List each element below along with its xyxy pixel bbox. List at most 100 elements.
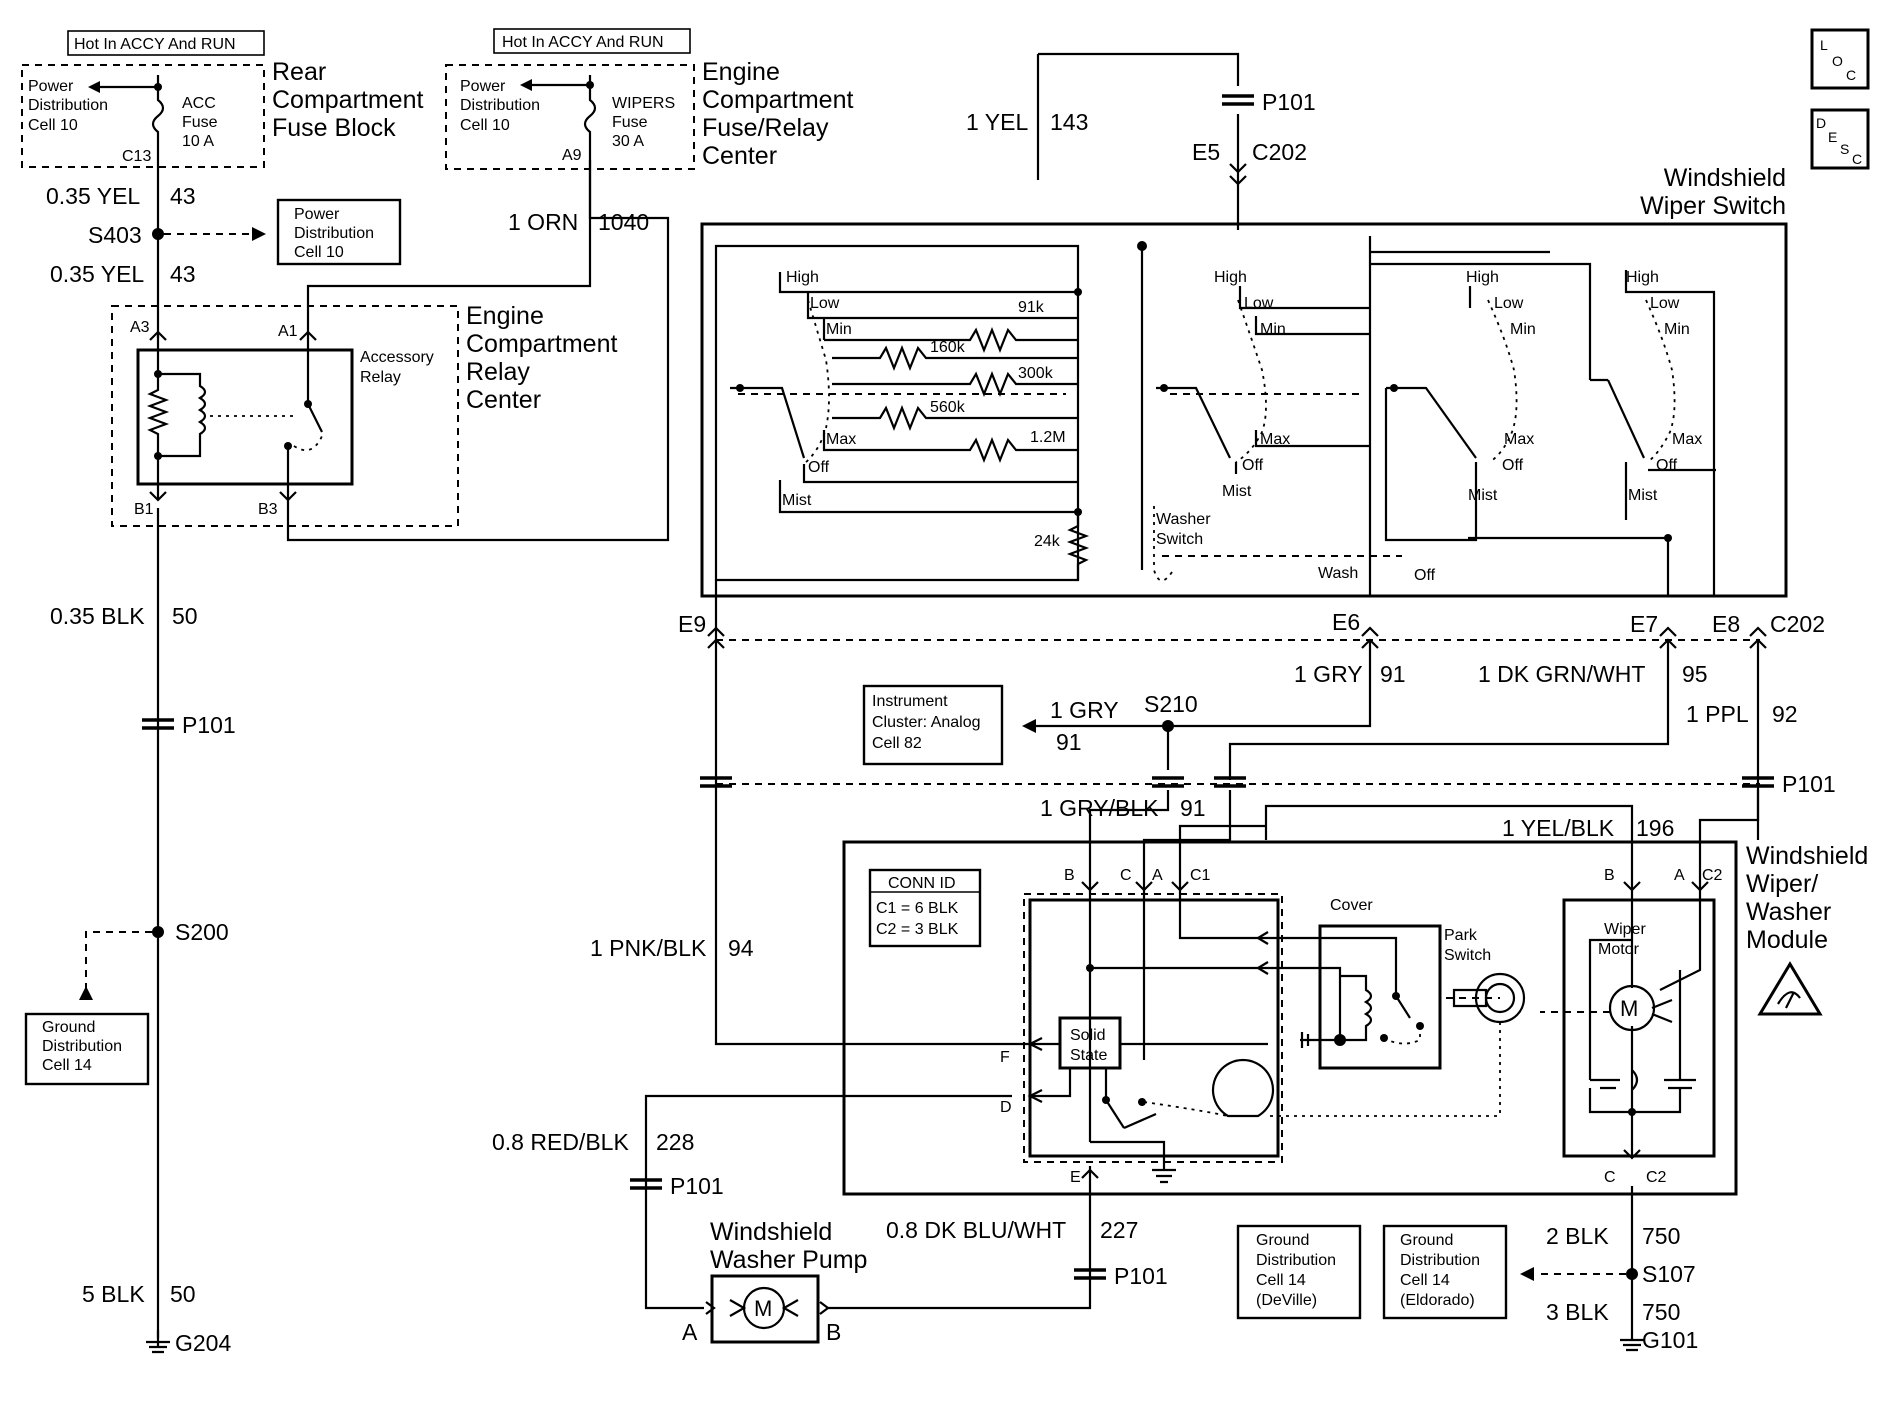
capacitor-icon: [1664, 970, 1696, 1090]
capacitor-icon: [1588, 938, 1632, 1090]
conn-id-c2: C2 = 3 BLK: [876, 921, 959, 938]
position-label: Max: [1260, 431, 1290, 448]
box-line: Cell 14: [42, 1057, 92, 1074]
splice-s107: [1626, 1268, 1638, 1280]
female-terminal-icon: [149, 491, 297, 502]
position-label: High: [1626, 269, 1659, 286]
controller-relay-contact: [1104, 1068, 1157, 1130]
park-switch-box: [1318, 924, 1442, 1070]
relay-armature-link: [293, 435, 323, 452]
relay-label: Accessory: [360, 349, 434, 366]
pd-ref-line: Distribution: [460, 97, 540, 114]
circuit-number: 1040: [598, 209, 649, 235]
resistor-label: 560k: [930, 399, 966, 416]
position-label: Low: [1650, 295, 1680, 312]
position-label: Off: [1656, 457, 1678, 474]
arrow-right-icon: [252, 227, 266, 241]
title-line: Center: [466, 386, 541, 414]
pin-e: E: [1070, 1169, 1081, 1186]
p101-connector-left: P101: [142, 712, 236, 738]
fuse-label: 30 A: [612, 133, 644, 150]
pin-c2: C2: [1646, 1169, 1667, 1186]
controller-box: [1028, 898, 1280, 1158]
windshield-wiper-switch: Windshield Wiper Switch High Low Min 91k…: [700, 164, 1788, 640]
circuit-number: 92: [1772, 701, 1798, 727]
wire-label: 1 PNK/BLK: [590, 935, 707, 961]
wire-label: 1 DK GRN/WHT: [1478, 661, 1645, 687]
position-label: Low: [1494, 295, 1524, 312]
switch-section-1: High Low Min 91k 160k 300k 560k 1.2M Max…: [714, 244, 1090, 582]
switch-output-wires: 1 GRY 91 1 DK GRN/WHT 95 1 PPL 92 S210 1…: [862, 640, 1798, 840]
switch-wiper-arm: [1607, 379, 1645, 459]
relay-center: Engine Compartment Relay Center A3 A1 B1…: [111, 160, 670, 542]
pin-b1: B1: [134, 501, 154, 518]
wire-91-gry: [1168, 640, 1372, 728]
washer-switch-label: Washer: [1156, 511, 1211, 528]
pin-c: C: [1120, 867, 1132, 884]
pin-c1: C1: [1190, 867, 1211, 884]
position-label: Mist: [782, 492, 812, 509]
splice-dot: [154, 83, 162, 91]
pin-a: A: [682, 1319, 698, 1345]
wire-label: 2 BLK: [1546, 1223, 1609, 1249]
circuit-number: 750: [1642, 1299, 1680, 1325]
svg-text:P101: P101: [182, 712, 236, 738]
title-line: Fuse Block: [272, 114, 396, 142]
controller-dashed-outline: [1023, 893, 1283, 1163]
rear-fuse-block-outline: [21, 64, 265, 168]
wiper-motor-box: [1562, 898, 1716, 1158]
box-line: Cell 82: [872, 735, 922, 752]
ground-distribution-left: [24, 1012, 150, 1086]
circuit-number: 228: [656, 1129, 694, 1155]
ground-icon: [1152, 1168, 1176, 1184]
loc-icon[interactable]: L O C: [1810, 28, 1870, 90]
position-label: High: [1466, 269, 1499, 286]
connector-e7: E7: [1630, 611, 1658, 637]
p101-connector-icon: [700, 776, 732, 788]
svg-text:P101: P101: [1262, 89, 1316, 115]
pin-b: B: [826, 1319, 841, 1345]
connector-e8: E8: [1712, 611, 1740, 637]
pin-c13: C13: [122, 148, 151, 165]
desc-icon[interactable]: D E S C: [1810, 108, 1870, 170]
pump-m-label: M: [754, 1296, 772, 1321]
p101-connector-icon: [1074, 1268, 1106, 1280]
relay-coil-icon: [158, 372, 207, 458]
title-line: Rear: [272, 58, 326, 86]
ground-icon: [1620, 1338, 1644, 1352]
box-line: Distribution: [1400, 1252, 1480, 1269]
title-line: Compartment: [466, 330, 617, 358]
title-line: Engine: [702, 58, 780, 86]
resistor-1-2m: [822, 430, 1078, 463]
washer-switch-link: [1153, 506, 1173, 582]
resistor-label: 1.2M: [1030, 429, 1066, 446]
switch-wiper-arm: [1386, 386, 1477, 459]
position-label: Mist: [1222, 483, 1252, 500]
engine-fuse-relay-center: Hot In ACCY And RUN Power Distribution C…: [445, 28, 853, 170]
pd-ref-line: Distribution: [28, 97, 108, 114]
resistor-160k: [832, 345, 1078, 371]
female-terminal-icon: [1623, 881, 1709, 892]
title-line: Wiper/: [1746, 870, 1818, 898]
resistor-560k: [832, 405, 1078, 431]
instrument-cluster-box: [862, 684, 1004, 766]
position-label: Min: [1510, 321, 1536, 338]
ground-dist-eldorado: [1382, 1224, 1508, 1320]
wire-95: [1228, 640, 1670, 780]
female-terminal-icon: [1255, 931, 1269, 975]
circuit-number: 91: [1180, 795, 1206, 821]
circuit-number: 750: [1642, 1223, 1680, 1249]
c202-connector-row: E9 E6 E7 E8 C202: [678, 609, 1825, 649]
switch-section-2: High Low Min Max Off Mist Washer Switch …: [1137, 236, 1592, 596]
position-label: Min: [1260, 321, 1286, 338]
ground-section-right: Ground Distribution Cell 14 (DeVille) Gr…: [1236, 1186, 1698, 1353]
splice-dot: [154, 370, 162, 378]
pd-ref-line: Cell 10: [28, 117, 78, 134]
wire-label: 1 YEL/BLK: [1502, 815, 1615, 841]
p101-connector-icon: [1742, 776, 1774, 788]
wash-off-label: Off: [1414, 567, 1436, 584]
conn-id-c1: C1 = 6 BLK: [876, 900, 959, 917]
pin-c: C: [1604, 1169, 1616, 1186]
contact-dot: [736, 384, 744, 392]
